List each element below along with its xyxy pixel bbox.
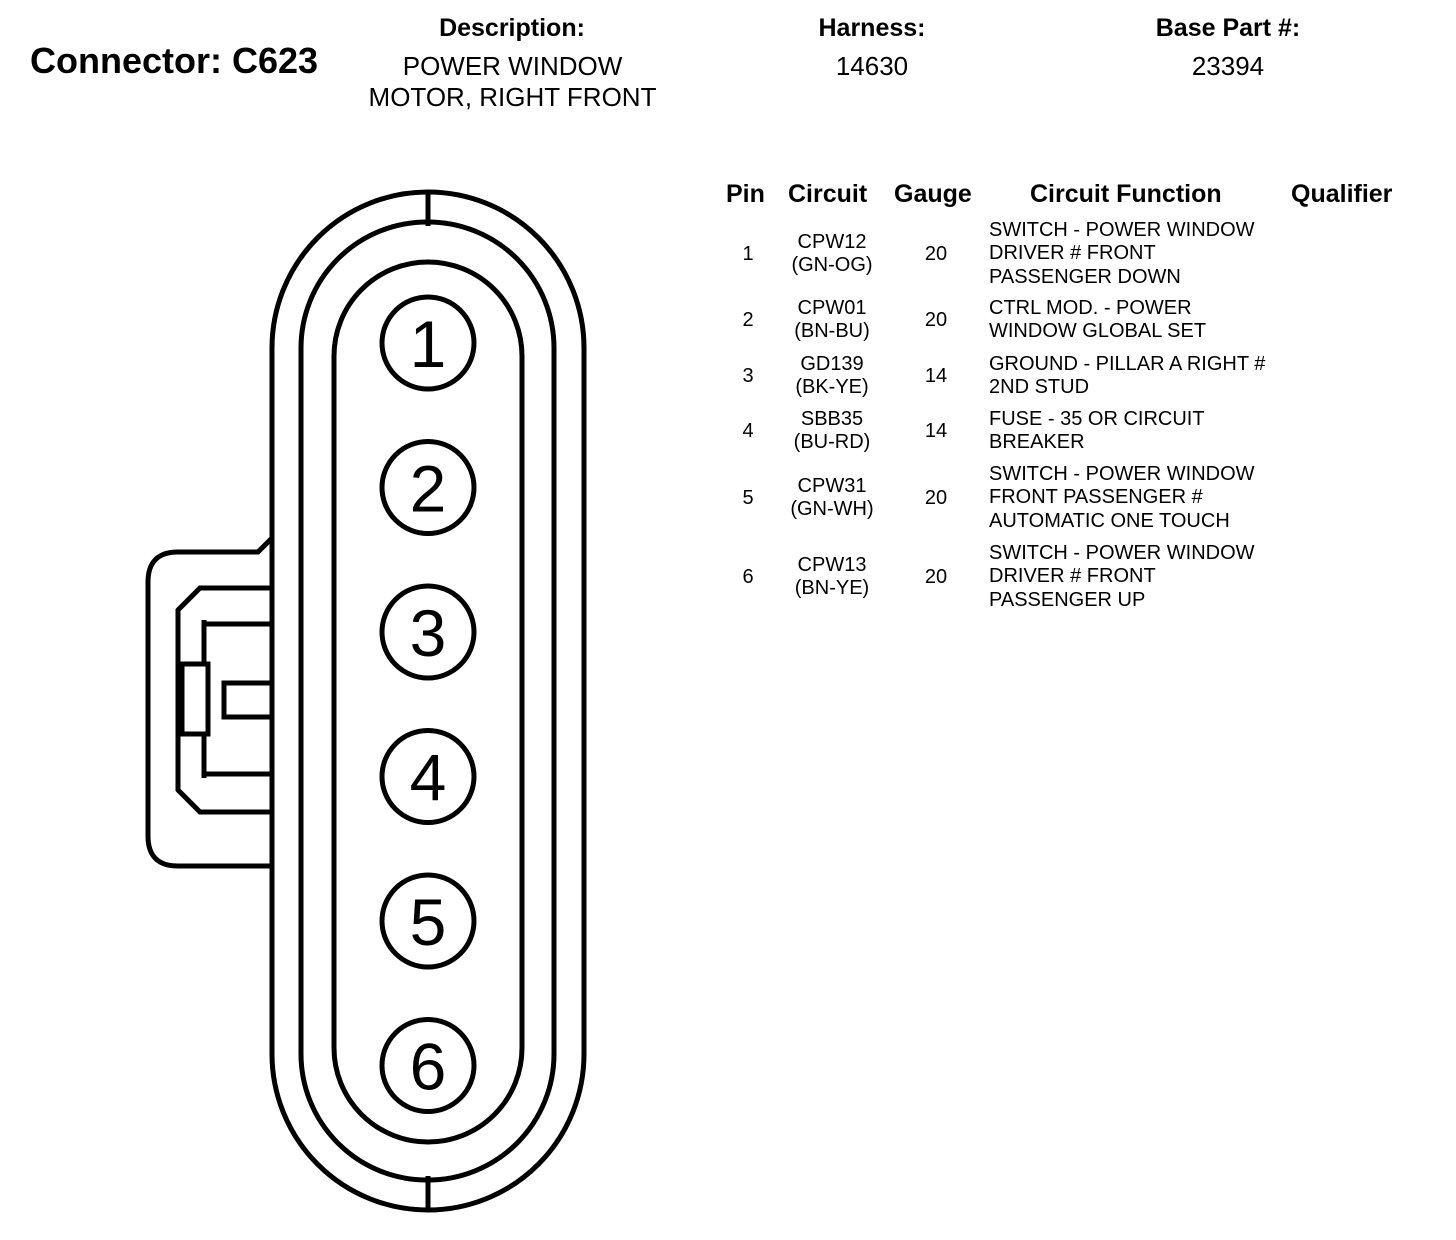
col-header-pin: Pin xyxy=(726,180,765,208)
function-cell: GROUND - PILLAR A RIGHT # 2ND STUD xyxy=(989,352,1266,399)
circuit-id: CPW13 xyxy=(797,554,867,576)
base-part-label: Base Part #: xyxy=(1155,14,1301,42)
function-cell: SWITCH - POWER WINDOW DRIVER # FRONT PAS… xyxy=(989,541,1255,611)
pin-cavity-1 xyxy=(379,294,477,392)
gauge-cell: 14 xyxy=(924,419,948,442)
pin-cavity-3 xyxy=(379,583,477,681)
connector-face-diagram: 1 2 3 4 5 6 xyxy=(145,189,587,1213)
pin-cavity-label: 4 xyxy=(410,741,447,815)
gauge-cell: 20 xyxy=(924,565,948,588)
pin-cavity-4 xyxy=(379,728,477,825)
wire-color: (BN-BU) xyxy=(794,320,870,342)
col-header-circuit-function: Circuit Function xyxy=(1030,180,1222,208)
description-label: Description: xyxy=(439,14,585,42)
gauge-cell: 14 xyxy=(924,364,948,387)
circuit-id: SBB35 xyxy=(800,408,864,430)
gauge-cell: 20 xyxy=(924,486,948,509)
pin-cavity-label: 3 xyxy=(410,596,447,670)
circuit-cell: CPW01 (BN-BU) xyxy=(778,296,886,344)
harness-value: 14630 xyxy=(835,51,909,81)
circuit-cell: CPW31 (GN-WH) xyxy=(778,462,886,534)
table-row: 4 SBB35 (BU-RD) 14 FUSE - 35 OR CIRCUIT … xyxy=(720,407,1440,455)
function-cell: SWITCH - POWER WINDOW FRONT PASSENGER # … xyxy=(989,462,1255,532)
wire-color: (BK-YE) xyxy=(795,376,869,398)
table-row: 3 GD139 (BK-YE) 14 GROUND - PILLAR A RIG… xyxy=(720,352,1440,400)
table-row: 2 CPW01 (BN-BU) 20 CTRL MOD. - POWER WIN… xyxy=(720,296,1440,344)
function-cell: FUSE - 35 OR CIRCUIT BREAKER xyxy=(989,407,1205,454)
pin-cavity-5 xyxy=(379,872,477,970)
function-cell: SWITCH - POWER WINDOW DRIVER # FRONT PAS… xyxy=(989,218,1255,288)
col-header-gauge: Gauge xyxy=(894,180,972,208)
circuit-cell: CPW12 (GN-OG) xyxy=(778,218,886,290)
table-row: 1 CPW12 (GN-OG) 20 SWITCH - POWER WINDOW… xyxy=(720,218,1440,290)
pin-cavity-label: 2 xyxy=(410,452,447,526)
wire-color: (BU-RD) xyxy=(793,431,871,453)
gauge-cell: 20 xyxy=(924,308,948,331)
pin-cavity-6 xyxy=(379,1017,477,1114)
pin-cavity-label: 1 xyxy=(410,307,447,381)
wire-color: (BN-YE) xyxy=(794,577,870,599)
pin-cell: 2 xyxy=(742,308,754,331)
circuit-cell: CPW13 (BN-YE) xyxy=(778,541,886,613)
pin-cell: 6 xyxy=(742,565,754,588)
latch-outer xyxy=(145,536,274,869)
pin-cavity-label: 5 xyxy=(410,885,447,959)
pin-cell: 4 xyxy=(742,419,754,442)
harness-label: Harness: xyxy=(818,14,926,42)
latch-inner xyxy=(175,585,272,815)
connector-title: Connector: C623 xyxy=(30,40,319,81)
pin-cell: 1 xyxy=(742,242,754,265)
function-cell: CTRL MOD. - POWER WINDOW GLOBAL SET xyxy=(989,296,1207,343)
circuit-id: CPW31 xyxy=(797,475,867,497)
connector-shell-inner xyxy=(331,259,525,1145)
circuit-id: CPW12 xyxy=(797,231,867,253)
gauge-cell: 20 xyxy=(924,242,948,265)
col-header-circuit: Circuit xyxy=(788,180,868,208)
pin-cavity-2 xyxy=(379,439,477,536)
pin-cavity-label: 6 xyxy=(410,1030,447,1104)
description-text: POWER WINDOW MOTOR, RIGHT FRONT xyxy=(368,51,657,112)
table-row: 5 CPW31 (GN-WH) 20 SWITCH - POWER WINDOW… xyxy=(720,462,1440,534)
pin-cell: 3 xyxy=(742,364,754,387)
circuit-cell: GD139 (BK-YE) xyxy=(778,352,886,400)
base-part-value: 23394 xyxy=(1191,51,1265,81)
circuit-cell: SBB35 (BU-RD) xyxy=(778,407,886,455)
wire-color: (GN-OG) xyxy=(791,254,873,276)
latch-key xyxy=(221,680,277,720)
description-value: POWER WINDOW MOTOR, RIGHT FRONT xyxy=(340,51,685,113)
latch-slot xyxy=(179,661,211,737)
wire-color: (GN-WH) xyxy=(790,498,874,520)
col-header-qualifier: Qualifier xyxy=(1291,180,1393,208)
circuit-id: CPW01 xyxy=(797,297,867,319)
circuit-id: GD139 xyxy=(800,353,864,375)
pin-cell: 5 xyxy=(742,486,754,509)
table-row: 6 CPW13 (BN-YE) 20 SWITCH - POWER WINDOW… xyxy=(720,541,1440,613)
